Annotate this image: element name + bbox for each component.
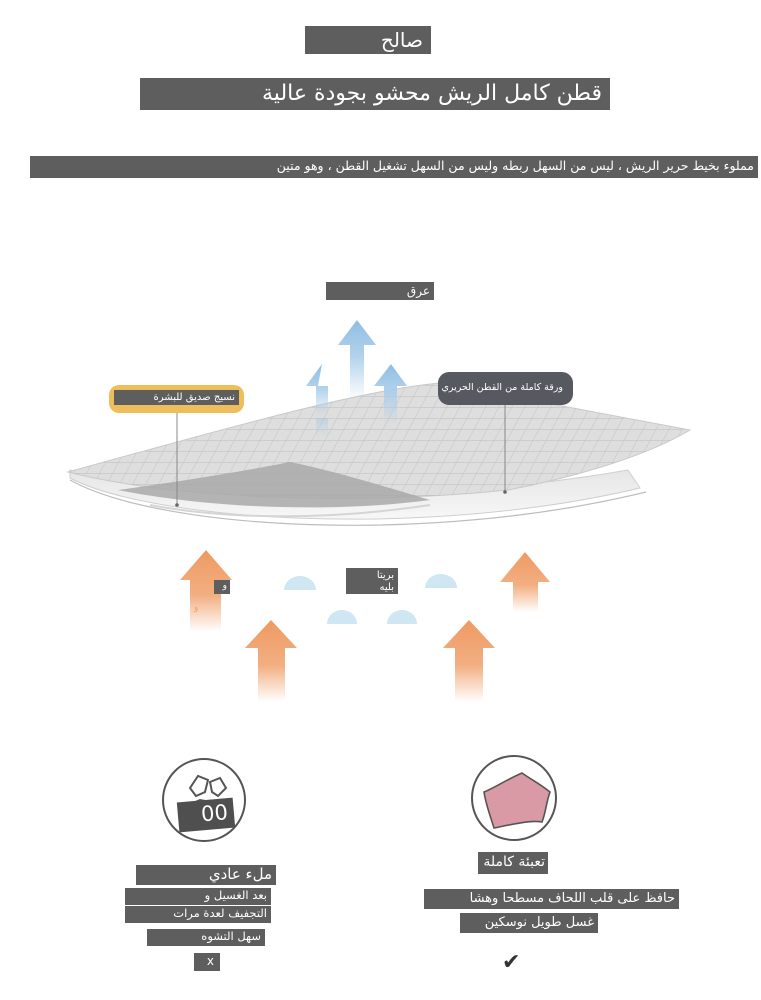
quilt-peeled-layer [118,462,430,508]
silk-layer-bubble: ورقة كاملة من القطن الحريري [438,372,573,405]
ordinary-icon-label: 00 [176,797,236,833]
fabric-swatch-icon [483,772,551,829]
full-title: تعبئة كاملة [478,852,548,874]
left-fragment-1: و [214,580,230,594]
sweat-label: عرق [326,282,434,300]
bacteria-label-line2: بليه [379,582,394,593]
full-line1: حافظ على قلب اللحاف مسطحا وهشا [424,889,679,909]
sweat-arrow-right [374,364,407,425]
ordinary-title: ملء عادي [136,865,276,885]
ordinary-line2: التجفيف لعدة مرات [125,906,271,923]
full-line2: غسل طويل نوسكين [460,913,598,933]
left-fragment-2: و [194,603,199,613]
dome-2 [327,610,357,624]
bacteria-label: بريتا بليه [346,568,398,594]
heat-arrow-1 [180,550,232,632]
heat-arrow-4 [500,552,550,612]
heat-arrow-3 [443,620,495,702]
ordinary-x-mark: x [194,953,220,971]
page-subtitle: قطن كامل الريش محشو بجودة عالية [140,78,610,110]
page-title: صالح [305,26,431,54]
ordinary-line3: سهل التشوه [147,929,265,946]
heat-arrow-2 [245,620,297,702]
dome-3 [387,610,417,624]
dome-4 [425,574,457,588]
dome-1 [284,576,316,590]
ordinary-line1: بعد الغسيل و [125,888,271,905]
sweat-arrow-center [338,320,376,400]
skin-friendly-label: نسيج صديق للبشرة [114,390,239,405]
bacteria-label-line1: بريتا [376,570,394,581]
page-description: مملوء بخيط حرير الريش ، ليس من السهل ربط… [30,156,758,178]
full-check-mark: ✔ [502,950,521,975]
sweat-arrow-left [306,364,328,438]
skin-friendly-bubble: نسيج صديق للبشرة [109,385,244,413]
